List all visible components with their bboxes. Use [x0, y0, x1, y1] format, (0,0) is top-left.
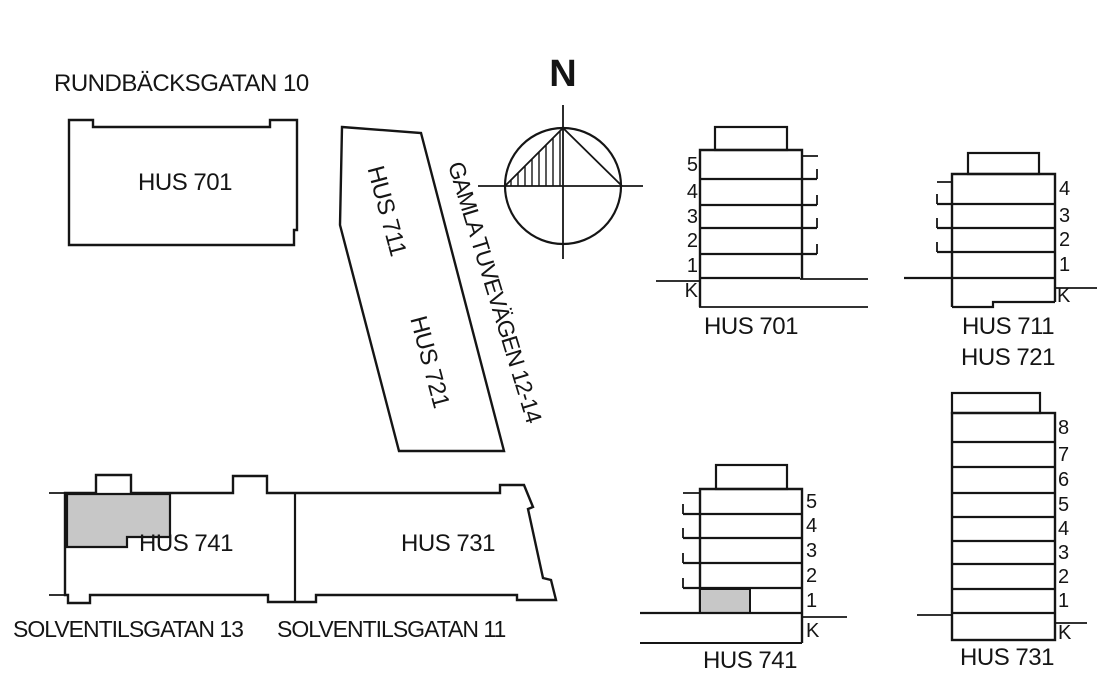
- floor-label: 1: [1059, 254, 1071, 276]
- elevation-hus721-title: HUS 721: [961, 344, 1055, 371]
- elevation-hus741-floor-lines: [683, 512, 802, 590]
- floor-label: 1: [686, 255, 698, 277]
- elevation-hus701-title: HUS 701: [704, 313, 798, 340]
- elevation-hus711-title: HUS 711: [961, 313, 1055, 340]
- plan-hus741-highlight: [65, 492, 172, 549]
- elevation-hus741: [640, 463, 847, 644]
- elevation-hus711-body: [950, 172, 1057, 307]
- basement-label: K: [1057, 285, 1071, 307]
- elevation-hus741-roof: [714, 463, 789, 491]
- floor-label: 4: [1058, 518, 1070, 540]
- floor-label: 2: [686, 230, 698, 252]
- plan-hus731-label: HUS 731: [401, 530, 495, 557]
- plan-hus741-731-outline: [49, 473, 558, 605]
- compass-north-label: N: [549, 53, 577, 95]
- elevation-hus731-body: [950, 411, 1057, 642]
- floor-label: 3: [1058, 542, 1070, 564]
- elevation-hus701-balcony-hooks: [802, 155, 818, 254]
- elevation-hus731: [917, 391, 1087, 642]
- elevation-hus731-floor-lines: [952, 440, 1055, 615]
- floor-label: 6: [1058, 469, 1070, 491]
- plan-left-boundary-ticks: [49, 492, 65, 596]
- plan-hus741-731-body: [63, 473, 558, 605]
- floor-label: 5: [686, 154, 698, 176]
- elevation-hus701-ground-lines: [656, 278, 868, 308]
- plan-hus701-label: HUS 701: [138, 169, 232, 196]
- compass-hatching: [510, 131, 561, 186]
- basement-label: K: [1058, 622, 1072, 644]
- elevation-hus741-highlight: [699, 588, 751, 614]
- elevation-hus711-bottom: [952, 300, 1055, 309]
- floor-label: 3: [1059, 205, 1071, 227]
- floor-label: 5: [1058, 494, 1070, 516]
- floor-label: 2: [1058, 566, 1070, 588]
- plan-hus711-721-outline: [338, 125, 506, 453]
- plan-hus741-label: HUS 741: [139, 530, 233, 557]
- floor-label: 2: [1059, 229, 1071, 251]
- elevation-hus711-balcony-hooks: [936, 181, 952, 252]
- street-label-rundbacksgatan: RUNDBÄCKSGATAN 10: [54, 70, 309, 97]
- elevation-hus701-floor-lines: [700, 177, 817, 280]
- floor-label: 4: [806, 515, 818, 537]
- floor-label: 2: [806, 565, 818, 587]
- floor-label: 3: [806, 540, 818, 562]
- floor-label: 1: [1058, 590, 1070, 612]
- elevation-hus731-roof: [950, 391, 1042, 415]
- floor-label: 5: [806, 491, 818, 513]
- floor-label: 8: [1058, 417, 1070, 439]
- street-label-solventilsgatan-13: SOLVENTILSGATAN 13: [13, 616, 244, 642]
- street-label-solventilsgatan-11: SOLVENTILSGATAN 11: [277, 616, 506, 642]
- compass: [478, 105, 643, 259]
- elevation-hus711-roof: [966, 151, 1041, 176]
- floor-label: 7: [1058, 444, 1070, 466]
- elevation-hus741-body: [698, 487, 804, 643]
- floor-label: 1: [806, 590, 818, 612]
- basement-label: K: [684, 280, 698, 302]
- elevation-hus741-title: HUS 741: [703, 647, 797, 674]
- elevation-hus711-floor-lines: [904, 202, 1055, 280]
- plan-hus701-outline: [67, 118, 299, 247]
- elevation-hus741-balcony-hooks: [682, 492, 700, 588]
- elevation-hus701-roof: [713, 125, 789, 152]
- elevation-hus701: [656, 125, 868, 308]
- basement-label: K: [806, 620, 820, 642]
- floor-label: 4: [1059, 178, 1071, 200]
- elevation-hus711-721: [904, 151, 1097, 309]
- floor-label: 3: [686, 206, 698, 228]
- elevation-hus731-title: HUS 731: [960, 644, 1054, 671]
- floor-label: 4: [686, 181, 698, 203]
